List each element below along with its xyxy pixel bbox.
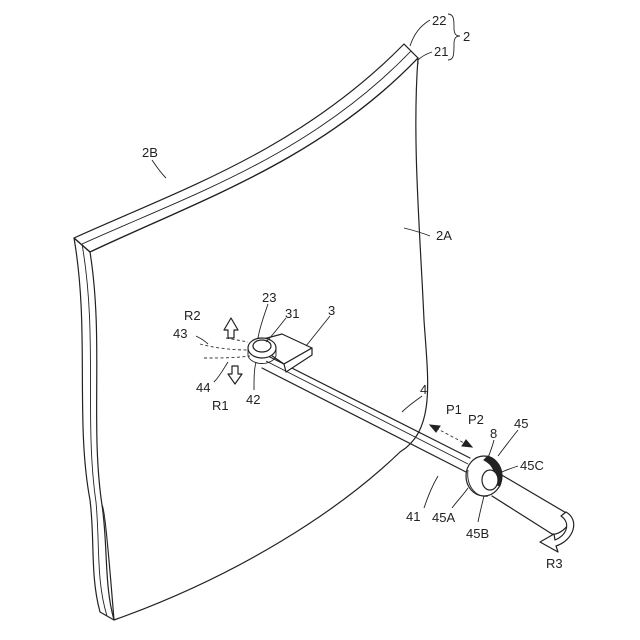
- collar-45: [466, 456, 502, 496]
- panel-layer-line: [82, 51, 411, 244]
- leader-2b: [152, 160, 166, 178]
- hidden-line-43: [200, 344, 248, 350]
- leader-2a: [404, 228, 430, 236]
- leader-45a: [452, 488, 468, 508]
- label-p2: P2: [468, 412, 484, 427]
- label-43: 43: [173, 326, 187, 341]
- leader-41: [424, 476, 438, 508]
- label-22: 22: [432, 13, 446, 28]
- label-2a: 2A: [436, 228, 452, 243]
- label-45: 45: [514, 416, 528, 431]
- label-23: 23: [262, 290, 276, 305]
- label-45c: 45C: [520, 458, 544, 473]
- hidden-line-44: [204, 356, 250, 358]
- label-r1: R1: [212, 398, 229, 413]
- double-arrow-p: [430, 425, 472, 447]
- panel-left-edge: [74, 238, 114, 620]
- hidden-lines: [200, 338, 250, 358]
- label-2: 2: [463, 29, 470, 44]
- label-4: 4: [420, 382, 427, 397]
- label-45a: 45A: [432, 510, 455, 525]
- arrow-down-icon: [228, 366, 242, 384]
- label-42: 42: [246, 392, 260, 407]
- label-8: 8: [490, 426, 497, 441]
- leader-lines: [152, 20, 518, 522]
- label-31: 31: [285, 306, 299, 321]
- leader-45b: [478, 496, 484, 522]
- holder-3: [248, 334, 312, 372]
- label-44: 44: [196, 380, 210, 395]
- label-41: 41: [406, 509, 420, 524]
- leader-22: [410, 20, 430, 46]
- arrow-r3: [540, 512, 574, 552]
- leader-4: [402, 396, 422, 412]
- arrow-up-icon: [224, 318, 238, 338]
- leader-42: [254, 362, 256, 390]
- leader-45: [498, 430, 518, 456]
- label-r3: R3: [546, 556, 563, 571]
- arrow-left-head: [430, 425, 440, 432]
- rod-end-lower: [492, 496, 552, 534]
- arrow-right-head: [462, 440, 472, 447]
- panel-2: [74, 44, 428, 620]
- label-2b: 2B: [142, 145, 158, 160]
- label-p1: P1: [446, 402, 462, 417]
- label-21: 21: [434, 44, 448, 59]
- label-45b: 45B: [466, 526, 489, 541]
- mount-hole-31: [253, 340, 271, 352]
- rod-lower-edge: [262, 368, 466, 472]
- leader-23: [258, 304, 268, 338]
- label-3: 3: [328, 303, 335, 318]
- arrow-r1: [228, 366, 242, 384]
- rod-upper-edge: [268, 356, 470, 458]
- rod-4: [262, 356, 570, 534]
- leader-45c: [502, 466, 518, 472]
- direction-line: [436, 428, 466, 444]
- leader-44: [214, 362, 228, 382]
- leader-3: [306, 316, 330, 346]
- arrow-r2: [224, 318, 238, 338]
- rod-mid-line: [266, 361, 468, 464]
- leader-21: [418, 52, 432, 60]
- collar-hole: [482, 470, 498, 490]
- brace-2: [448, 14, 460, 60]
- leader-8: [488, 440, 494, 458]
- panel-layer-line-left: [82, 244, 107, 616]
- panel-top-edge: [74, 44, 418, 252]
- label-r2: R2: [184, 308, 201, 323]
- rotation-arrow-icon: [540, 512, 574, 552]
- leader-43: [196, 336, 208, 344]
